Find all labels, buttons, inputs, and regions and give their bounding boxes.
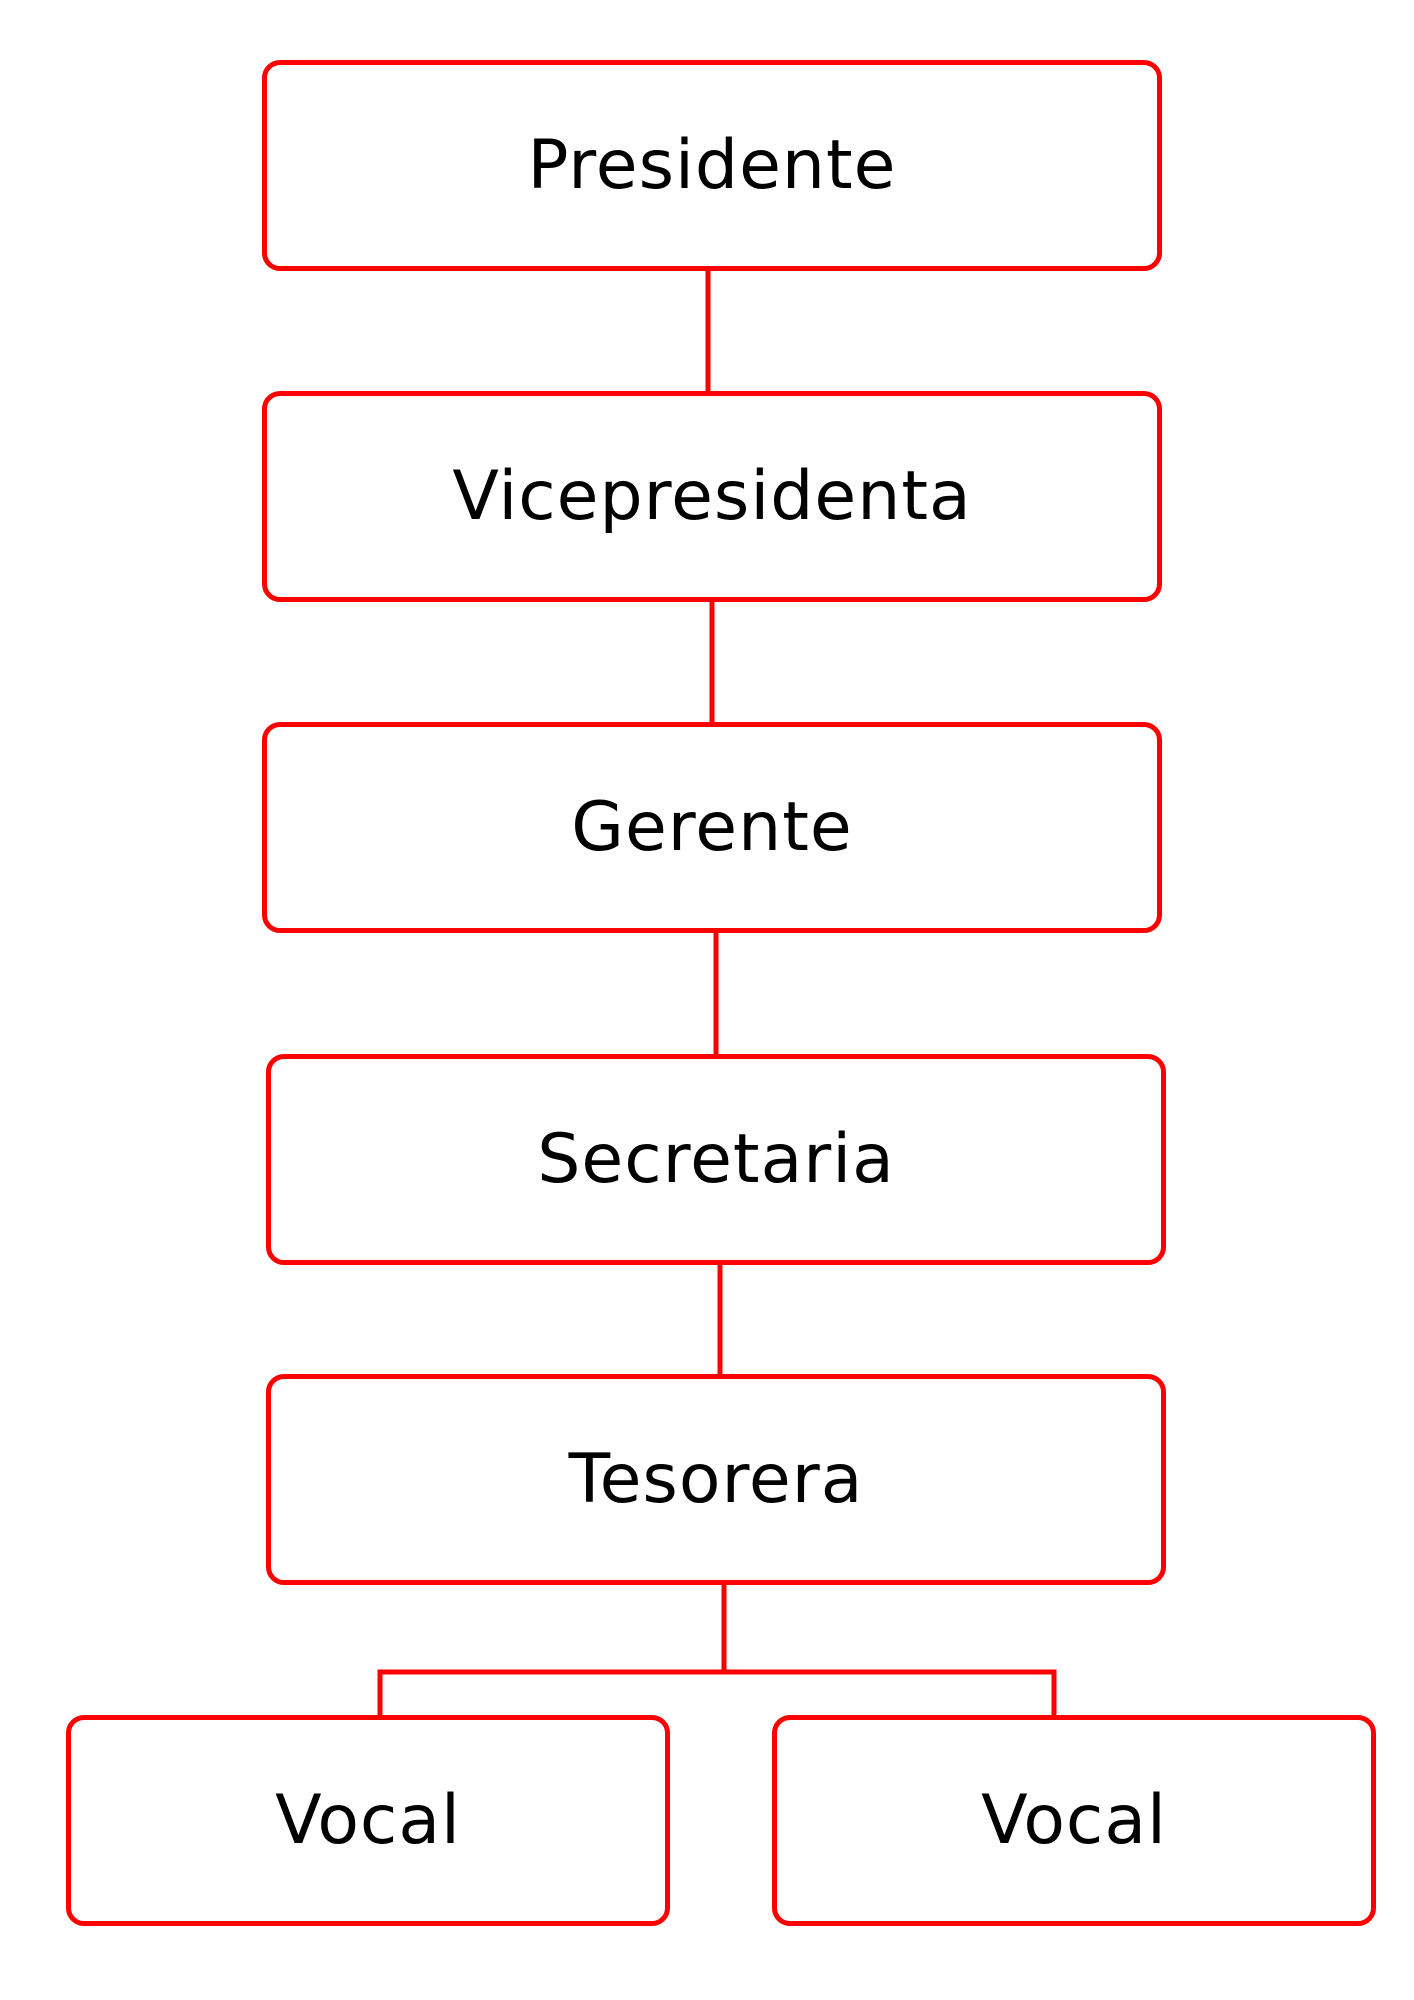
connector-tesorera-vocals — [377, 1669, 1057, 1715]
node-label-gerente: Gerente — [571, 788, 853, 867]
node-secretaria: Secretaria — [266, 1054, 1166, 1265]
node-vocal-right: Vocal — [772, 1715, 1376, 1926]
node-gerente: Gerente — [262, 722, 1162, 933]
node-label-secretaria: Secretaria — [537, 1120, 895, 1199]
node-vocal-left: Vocal — [66, 1715, 670, 1926]
node-label-presidente: Presidente — [527, 126, 897, 205]
node-presidente: Presidente — [262, 60, 1162, 271]
node-label-vicepresidenta: Vicepresidenta — [452, 457, 972, 536]
node-vicepresidenta: Vicepresidenta — [262, 391, 1162, 602]
node-label-vocal-left: Vocal — [275, 1781, 461, 1860]
node-label-vocal-right: Vocal — [981, 1781, 1167, 1860]
node-tesorera: Tesorera — [266, 1374, 1166, 1585]
node-label-tesorera: Tesorera — [568, 1440, 864, 1519]
